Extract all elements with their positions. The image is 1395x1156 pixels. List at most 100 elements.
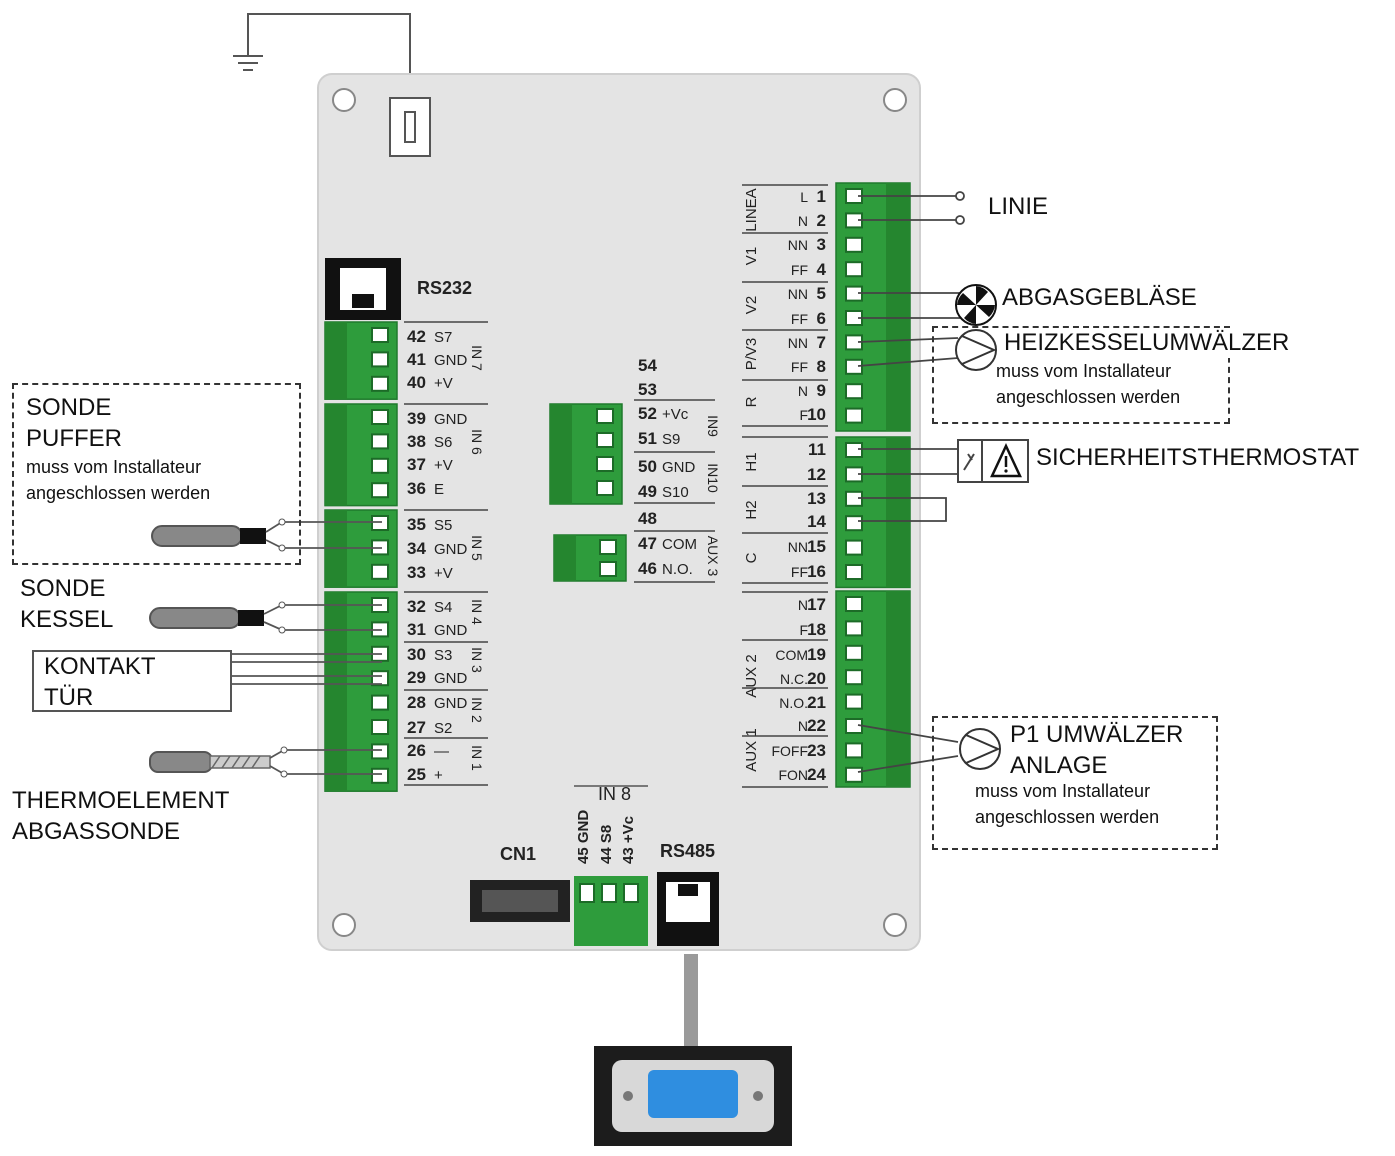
terminal-number: 14 (807, 512, 826, 531)
sonde-puffer-note-1: muss vom Installateur (26, 457, 202, 477)
pump-icon-heizkessel (955, 329, 997, 371)
terminal-signal: — (434, 743, 449, 760)
label-abgasgeblaese: ABGASGEBLÄSE (1002, 284, 1197, 311)
label-kontakt-1: KONTAKT (44, 653, 156, 680)
sonde-puffer-note-2: angeschlossen werden (26, 483, 211, 503)
terminal-signal: GND (434, 670, 468, 687)
terminal-signal: FON (778, 767, 808, 783)
input-group-label: IN 5 (469, 535, 485, 561)
input-group-label: IN 4 (469, 599, 485, 625)
thermoelement-sensor (149, 746, 382, 778)
terminal-number: 20 (807, 669, 826, 688)
terminal-number: 31 (407, 620, 426, 639)
sonde-kessel-sensor (149, 601, 382, 634)
output-group-label: LINEA (743, 188, 760, 231)
terminal-signal: N (798, 383, 808, 399)
sonde-puffer-sensor (151, 518, 382, 552)
terminal-signal: S4 (434, 599, 452, 616)
terminal-signal: S3 (434, 647, 452, 664)
terminal-signal: GND (662, 459, 696, 476)
terminal-number: 24 (807, 765, 826, 784)
input-group-label: IN 6 (469, 429, 485, 455)
output-group-label: V2 (743, 296, 760, 314)
terminal-number: 17 (807, 595, 826, 614)
terminal-signal: GND (434, 622, 468, 639)
label-heizkessel: HEIZKESSELUMWÄLZER (1002, 328, 1292, 358)
terminal-number: 8 (817, 357, 826, 376)
terminal-number: 22 (807, 716, 826, 735)
terminal-signal: S6 (434, 434, 452, 451)
terminal-signal: N.O. (779, 695, 808, 711)
terminal-number: 9 (817, 381, 826, 400)
terminal-signal: NN (788, 237, 808, 253)
p1-note-2: angeschlossen werden (975, 807, 1160, 827)
terminal-signal: S9 (662, 431, 680, 448)
terminal-number: 52 (638, 404, 657, 423)
terminal-signal: S10 (662, 484, 689, 501)
heizkessel-note-1: muss vom Installateur (996, 361, 1172, 381)
terminal-signal: +V (434, 375, 453, 392)
ground-symbol (233, 13, 411, 98)
fan-icon (955, 284, 997, 326)
terminal-number: 5 (817, 284, 826, 303)
terminal-signal: GND (434, 411, 468, 428)
terminal-signal: FF (791, 564, 808, 580)
safety-thermostat-icon (957, 439, 1029, 483)
terminal-signal: FOFF (771, 743, 808, 759)
terminal-signal: N (798, 718, 808, 734)
right-terminal-block (835, 436, 911, 589)
middle-terminal-block (549, 403, 623, 505)
terminal-signal: + (434, 767, 443, 784)
terminal-signal: E (434, 481, 444, 498)
terminal-signal: COM (775, 647, 808, 663)
rs485-label: RS485 (660, 841, 715, 861)
in8-pin-label: 43 +Vc (620, 816, 637, 864)
cn1-label: CN1 (500, 844, 536, 864)
terminal-signal: NN (788, 539, 808, 555)
output-group-label: H2 (743, 500, 760, 519)
terminal-signal: S5 (434, 517, 452, 534)
left-terminal-block (324, 403, 398, 507)
label-thermoelement-1: THERMOELEMENT (12, 787, 230, 814)
terminal-signal: FF (791, 262, 808, 278)
terminal-number: 32 (407, 597, 426, 616)
terminal-number: 19 (807, 645, 826, 664)
terminal-signal: GND (434, 541, 468, 558)
display-cable (684, 954, 698, 1049)
terminal-number: 12 (807, 465, 826, 484)
left-terminal-blocks (324, 321, 398, 792)
mounting-holes (332, 88, 907, 937)
label-sonde-kessel-2: KESSEL (20, 606, 114, 633)
terminal-number: 4 (817, 260, 827, 279)
input-group-label: IN 2 (469, 697, 485, 723)
terminal-signal: COM (662, 536, 697, 553)
terminal-number: 46 (638, 559, 657, 578)
linie-terminal-n (955, 215, 965, 225)
in8-label: IN 8 (598, 784, 631, 804)
terminal-number: 38 (407, 432, 426, 451)
input-group-label: IN9 (705, 415, 721, 437)
right-terminal-blocks (835, 182, 911, 788)
terminal-signal: FF (791, 311, 808, 327)
heizkessel-box (932, 326, 1230, 424)
terminal-number: 53 (638, 380, 657, 399)
terminal-signal: F (799, 407, 808, 423)
middle-terminal-block (553, 534, 627, 582)
linie-terminal-l (955, 191, 965, 201)
terminal-number: 18 (807, 620, 826, 639)
terminal-number: 49 (638, 482, 657, 501)
kontakt-tuer-wires (232, 653, 382, 685)
output-group-label: R (743, 396, 760, 407)
input-group-label: IN 7 (469, 345, 485, 371)
rs232-port (325, 258, 401, 320)
fuse (389, 97, 431, 157)
terminal-number: 21 (807, 693, 826, 712)
terminal-number: 6 (817, 309, 826, 328)
label-linie: LINIE (988, 193, 1049, 220)
terminal-number: 28 (407, 693, 426, 712)
terminal-number: 1 (817, 187, 826, 206)
output-group-label: AUX 1 (743, 728, 760, 771)
left-terminal-block (324, 321, 398, 400)
